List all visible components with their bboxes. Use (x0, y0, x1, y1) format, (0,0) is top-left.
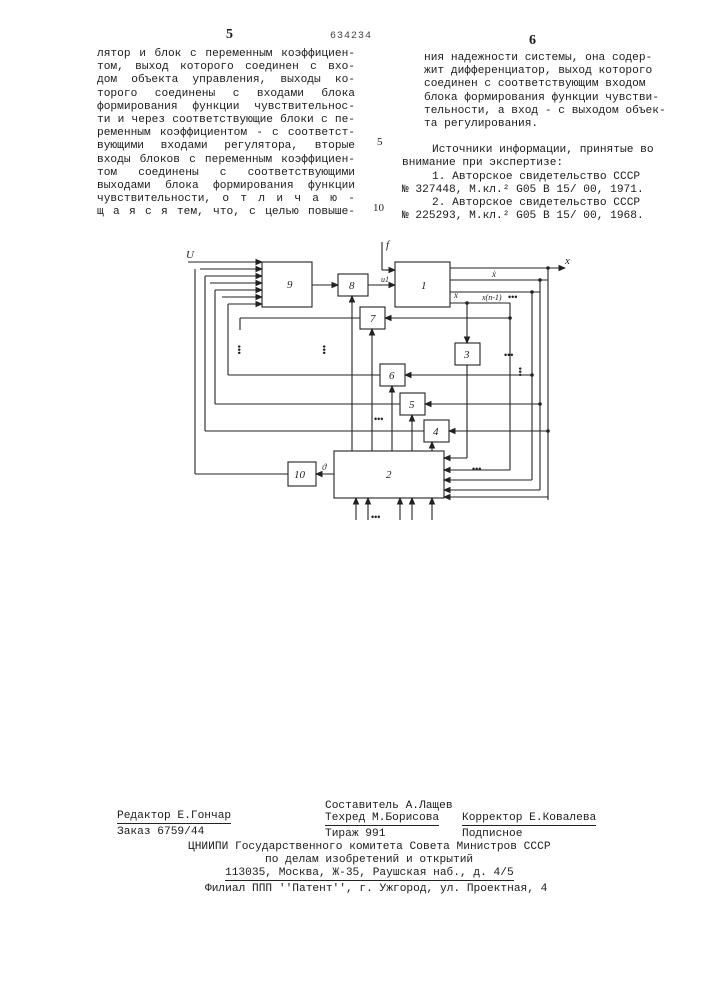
corrector: Корректор Е.Ковалева (462, 811, 596, 826)
theta-label: ϑ (322, 462, 327, 472)
block-label: 10 (294, 469, 306, 481)
block-label: 3 (463, 349, 470, 361)
subscription: Подписное (462, 827, 522, 841)
block-label: 5 (409, 399, 415, 411)
xn1-label: x(n-1) (481, 293, 502, 302)
address: 113035, Москва, Ж-35, Раушская наб., д. … (225, 866, 514, 881)
xdot-label: ẋ (491, 269, 496, 279)
dots: ••• (504, 350, 513, 360)
organization-line-2: по делам изобретений и открытий (265, 853, 473, 867)
circulation: Тираж 991 (325, 827, 385, 841)
dots: ••• (515, 367, 525, 376)
dots: ••• (371, 512, 380, 522)
block-label: 2 (386, 469, 392, 481)
block-label: 9 (287, 279, 293, 291)
techred: Техред М.Борисова (325, 811, 439, 826)
block-diagram: 9 8 1 7 3 6 5 4 2 10 U f x u1 ẋ ẋ x(n-1)… (0, 0, 707, 540)
organization-line-1: ЦНИИПИ Государственного комитета Совета … (188, 840, 551, 854)
editor: Редактор Е.Гончар (117, 809, 231, 824)
dots: ••• (508, 292, 517, 302)
dots: ••• (234, 345, 244, 354)
order: Заказ 6759/44 (117, 825, 204, 839)
input-f-label: f (386, 239, 391, 251)
output-x-label: x (564, 255, 570, 267)
xdot2-label: ẋ (453, 290, 458, 300)
block-label: 7 (370, 313, 376, 325)
input-u-label: U (186, 249, 195, 261)
dots: ••• (319, 345, 329, 354)
branch: Филиал ППП ''Патент'', г. Ужгород, ул. П… (205, 882, 547, 896)
block-label: 8 (349, 280, 355, 292)
dots: ••• (374, 414, 383, 424)
dots: ••• (472, 464, 481, 474)
u1-label: u1 (381, 275, 389, 284)
block-label: 4 (433, 426, 439, 438)
block-label: 1 (421, 280, 427, 292)
block-label: 6 (389, 370, 395, 382)
